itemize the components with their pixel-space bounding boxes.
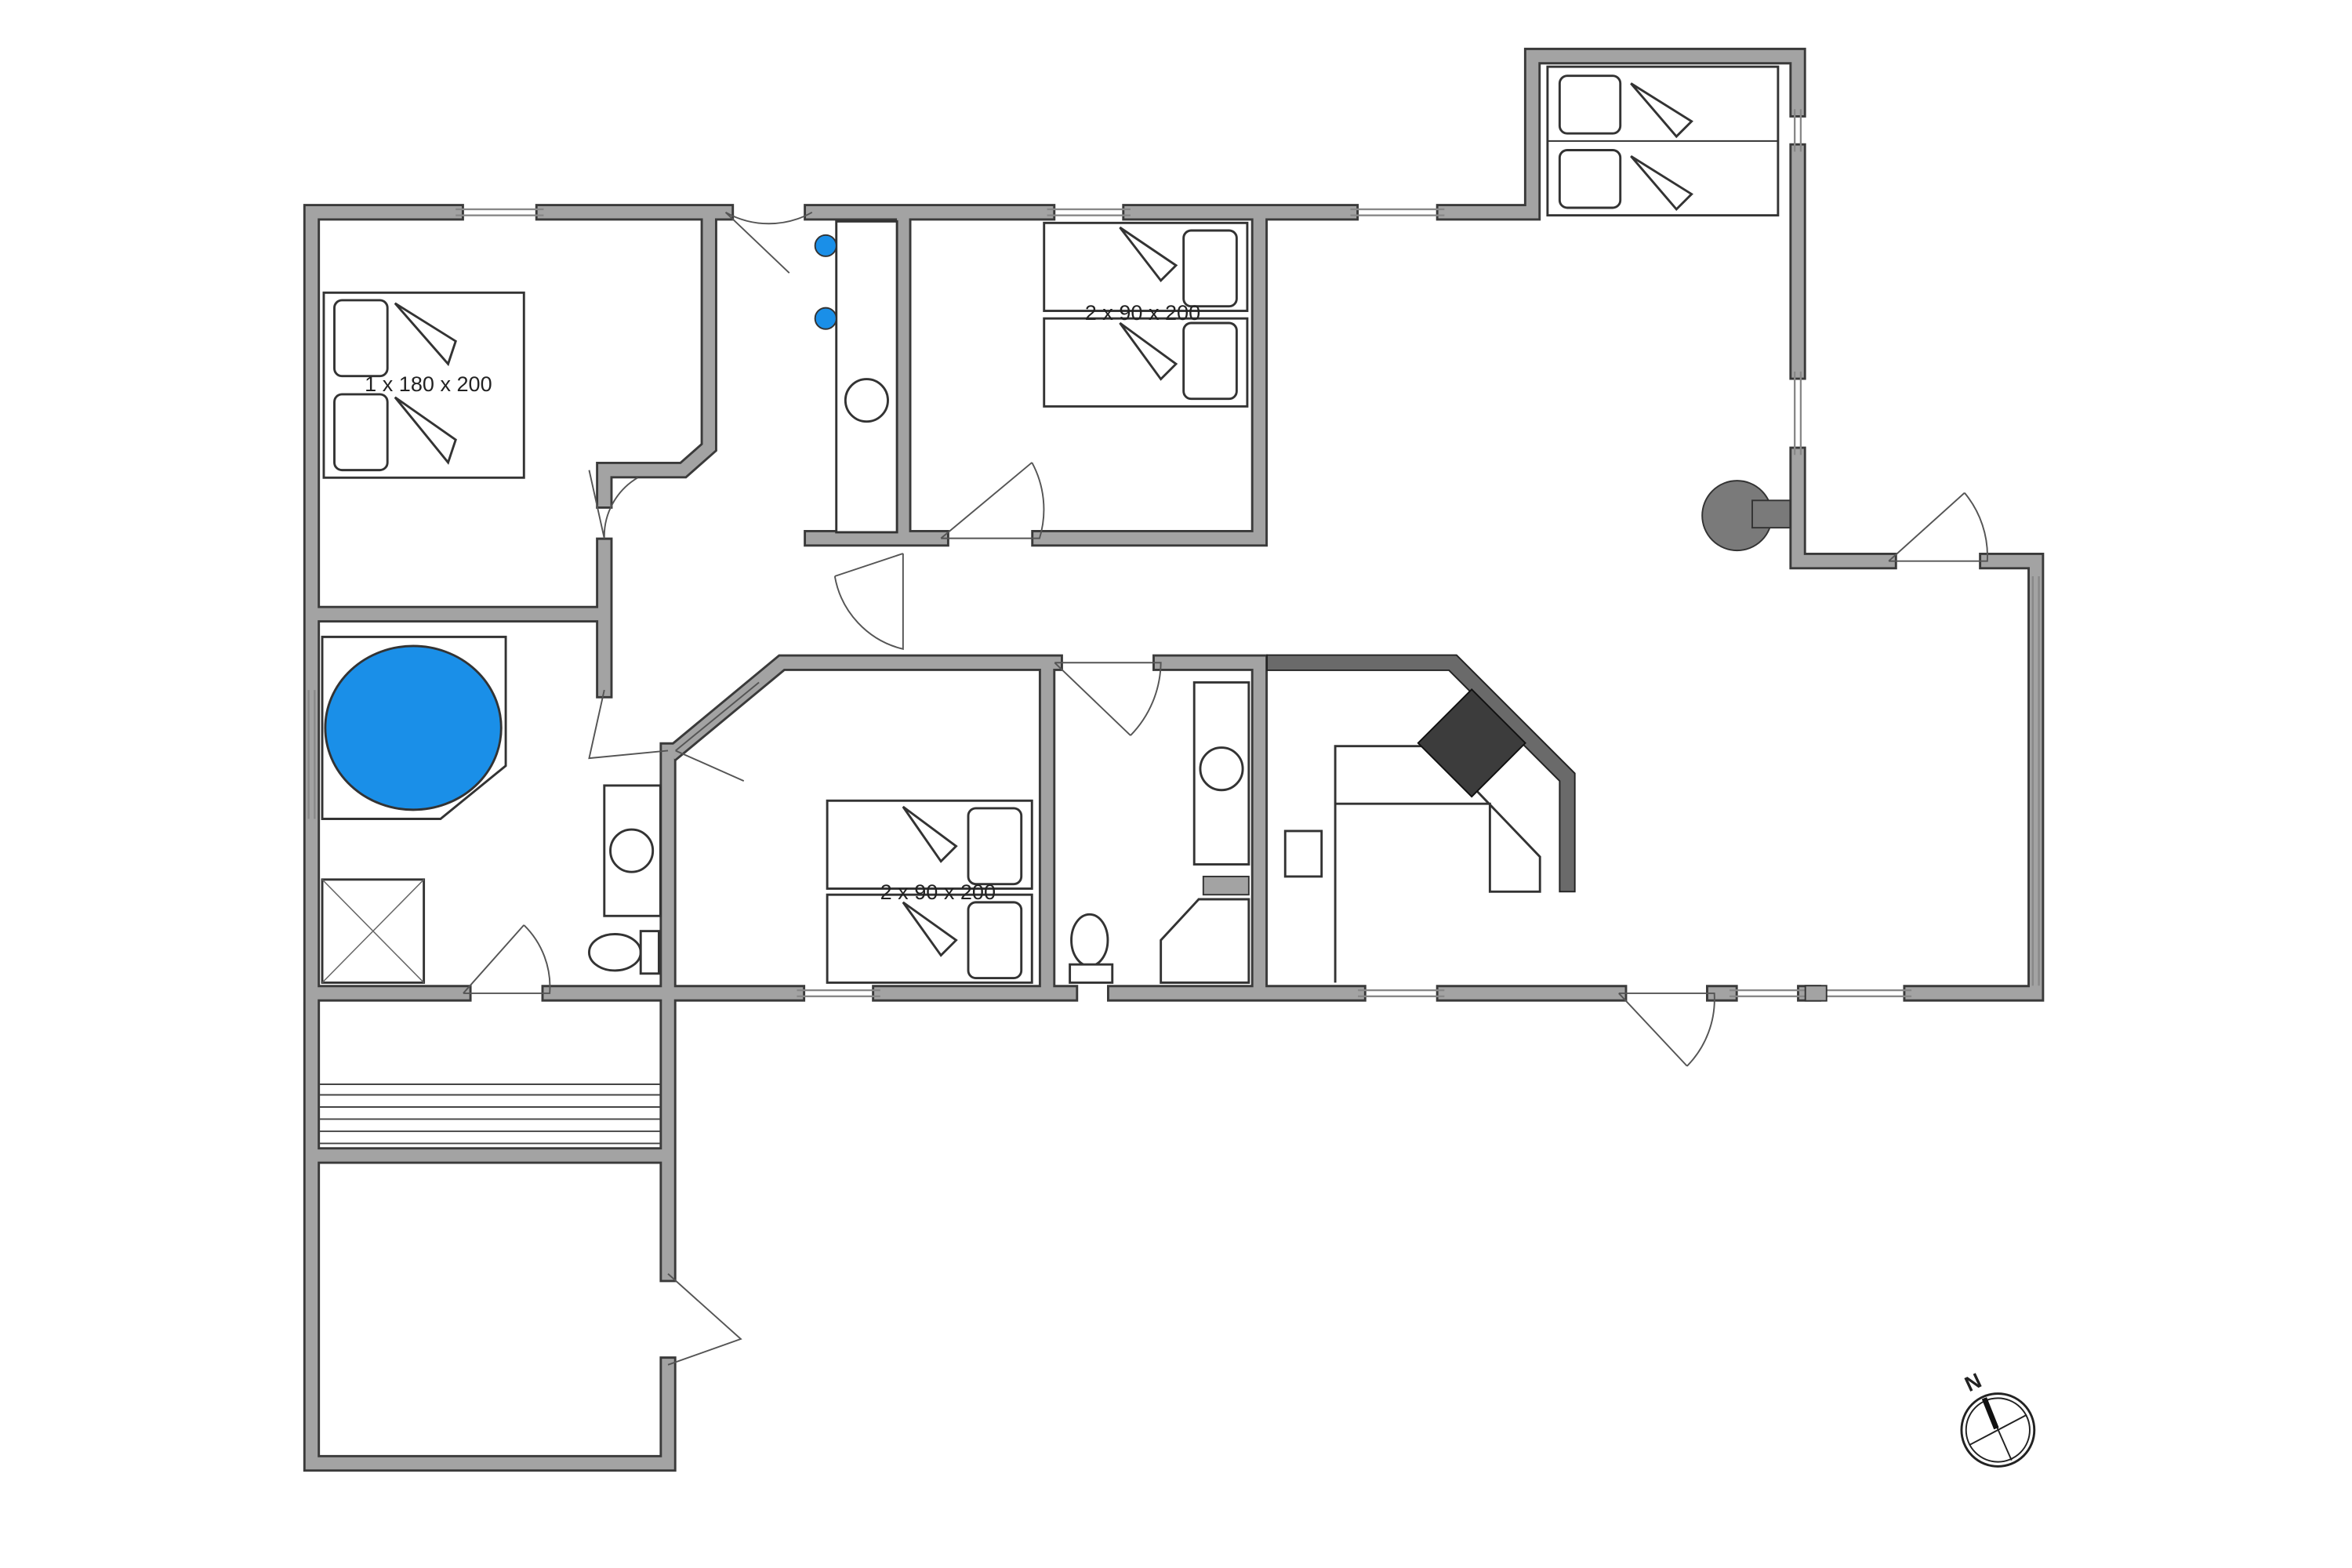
bed-twin: 2 x 90 x 200 bbox=[826, 799, 1033, 984]
washer-dryer bbox=[814, 234, 837, 330]
bed-size-label: 2 x 90 x 200 bbox=[880, 880, 996, 904]
toilet bbox=[588, 913, 1114, 984]
storage-shelves bbox=[319, 1083, 661, 1145]
sink bbox=[603, 220, 1250, 917]
compass-north-label: N bbox=[1961, 1368, 1985, 1396]
windows bbox=[307, 109, 2040, 1002]
kitchen-counter bbox=[1266, 654, 1576, 983]
bed-size-label: 2 x 90 x 200 bbox=[1085, 300, 1200, 325]
doors bbox=[463, 211, 1988, 1366]
spa-tub bbox=[321, 635, 507, 820]
bed-double: 1 x 180 x 200 bbox=[322, 291, 525, 479]
compass-icon: N bbox=[1960, 1368, 2036, 1468]
shower bbox=[321, 878, 426, 984]
fireplace bbox=[1701, 480, 1791, 552]
shower-corner bbox=[1160, 876, 1250, 984]
bunk-beds bbox=[1546, 65, 1780, 217]
stove-icon bbox=[1417, 688, 1526, 798]
bed-size-label: 1 x 180 x 200 bbox=[365, 372, 492, 396]
bed-twin: 2 x 90 x 200 bbox=[1043, 221, 1249, 408]
